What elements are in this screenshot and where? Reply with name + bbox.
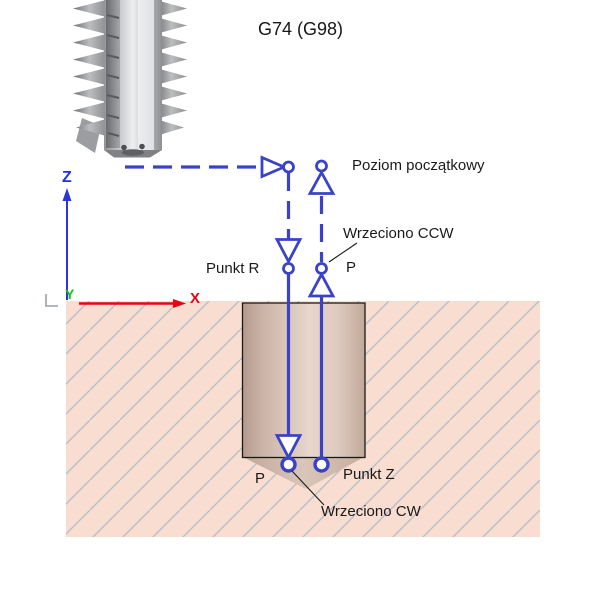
point-r-marker <box>282 262 295 275</box>
tap-thread-left <box>73 0 106 136</box>
retract-up-arrow-icon <box>307 271 336 298</box>
point-z-left-marker <box>280 456 297 473</box>
leader-lines <box>291 242 358 506</box>
coordinate-axes <box>45 188 186 308</box>
rapid-right-arrow-icon <box>260 155 288 179</box>
tap-chip-hole <box>139 143 145 150</box>
tap-thread-ridges <box>106 14 120 137</box>
hole-cone-tip <box>243 457 364 489</box>
tap-chip-hole <box>121 144 127 151</box>
x-axis-arrow-icon <box>173 299 186 308</box>
z-axis-label: Z <box>62 169 72 186</box>
hole-bore <box>241 302 366 459</box>
y-axis-label: Y <box>65 286 75 302</box>
initial-level-point-marker <box>282 160 295 174</box>
label-spindle-cw: Wrzeciono CW <box>321 503 421 520</box>
label-dwell-p-upper: P <box>346 259 357 276</box>
tap-tool-image <box>73 0 187 158</box>
feed-down-arrow-icon <box>274 238 303 265</box>
label-point-r: Punkt R <box>206 260 260 277</box>
origin-bracket-icon <box>45 294 58 307</box>
leader-spindle-ccw <box>328 242 358 263</box>
leader-spindle-cw <box>291 470 325 506</box>
hole <box>241 302 366 489</box>
page-title: G74 (G98) <box>258 19 344 39</box>
tap-tip-shadow <box>122 149 144 156</box>
retract-top-marker <box>315 159 328 173</box>
label-initial-level: Poziom początkowy <box>352 157 485 174</box>
z-axis-arrow-icon <box>62 188 72 201</box>
tap-highlight <box>138 0 154 150</box>
point-z-right-marker <box>313 456 330 473</box>
tap-flute-groove <box>106 0 120 148</box>
retract-up-arrow-top-icon <box>307 169 336 195</box>
label-dwell-p-lower: P <box>255 470 266 487</box>
tool-path <box>125 155 336 473</box>
feed-down-arrow-bottom-icon <box>274 434 303 461</box>
label-point-z: Punkt Z <box>343 466 395 483</box>
x-axis-label: X <box>190 290 201 307</box>
label-spindle-ccw: Wrzeciono CCW <box>343 225 454 242</box>
